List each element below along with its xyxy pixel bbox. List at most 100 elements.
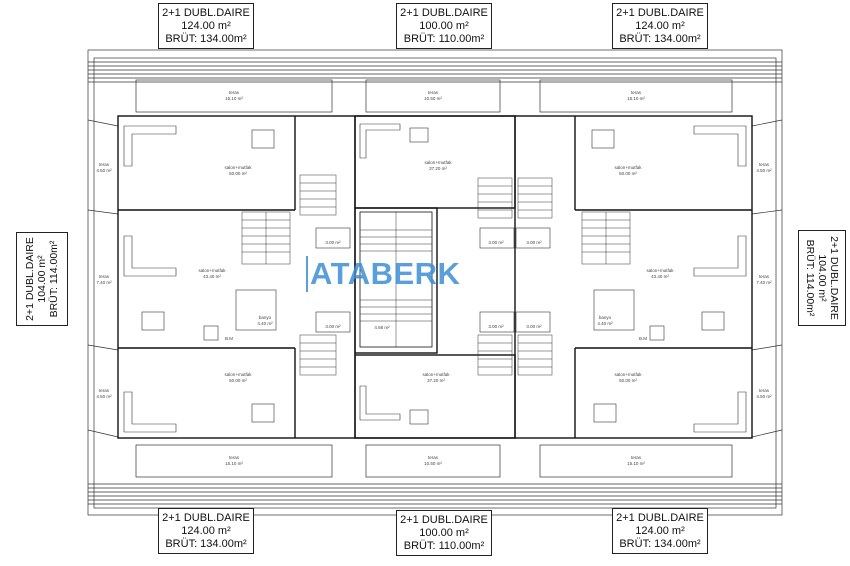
- unit-gross-area: BRÜT: 134.00m²: [165, 537, 247, 550]
- roof-inner-outline: [93, 57, 777, 509]
- area-label: 4.40 m²: [257, 321, 273, 326]
- area-label: 4.68 m²: [374, 325, 390, 330]
- unit-info-right: 2+1 DUBL.DAIRE 104.00 m² BRÜT: 114.00m²: [798, 230, 846, 326]
- unit-net-area: 124.00 m²: [635, 19, 685, 32]
- stair-core: [354, 207, 438, 354]
- unit-net-area: 124.00 m²: [635, 524, 685, 537]
- terrace-bottom-right: [539, 444, 733, 478]
- washing-machine-label: B.M: [224, 336, 234, 341]
- terrace-bottom-left: [135, 444, 333, 478]
- ataberk-logo: ATABERK: [300, 256, 461, 292]
- area-label: 37.20 m²: [429, 166, 447, 171]
- terrace-label: teras: [98, 162, 110, 167]
- terrace-label: teras: [98, 388, 110, 393]
- terrace-label: teras: [758, 162, 770, 167]
- area-label: 3.00 m²: [325, 240, 341, 245]
- area-label: 50.00 m²: [619, 378, 637, 383]
- area-label: 10.50 m²: [424, 461, 442, 466]
- unit-info-bottom-left: 2+1 DUBL.DAIRE 124.00 m² BRÜT: 134.00m²: [158, 508, 254, 554]
- terrace-top-center: [365, 79, 501, 113]
- unit-info-top-left: 2+1 DUBL.DAIRE 124.00 m² BRÜT: 134.00m²: [158, 3, 254, 49]
- unit-gross-area: BRÜT: 110.00m²: [403, 32, 485, 45]
- living-kitchen-label: salon+mutfak: [614, 372, 642, 377]
- unit-gross-area: BRÜT: 134.00m²: [165, 32, 247, 45]
- unit-net-area: 104.00 m²: [36, 255, 48, 303]
- bathrooms: [203, 227, 665, 341]
- area-label: 3.00 m²: [488, 240, 504, 245]
- washing-machine-label: B.M: [638, 336, 648, 341]
- unit-gross-area: BRÜT: 134.00m²: [619, 32, 701, 45]
- area-label: 37.20 m²: [427, 378, 445, 383]
- unit-title: 2+1 DUBL.DAIRE: [162, 511, 250, 524]
- terrace-label: teras: [228, 90, 240, 95]
- unit-net-area: 100.00 m²: [419, 19, 469, 32]
- area-label: 4.40 m²: [597, 321, 613, 326]
- unit-gross-area: BRÜT: 114.00m²: [48, 240, 60, 318]
- unit-net-area: 104.00 m²: [816, 254, 828, 302]
- bathroom-label: banyo: [598, 315, 612, 320]
- unit-net-area: 124.00 m²: [181, 524, 231, 537]
- roof-hatch-right: [751, 119, 783, 438]
- unit-gross-area: BRÜT: 110.00m²: [403, 539, 485, 552]
- area-label: 4.50 m²: [756, 168, 772, 173]
- unit-title: 2+1 DUBL.DAIRE: [828, 236, 840, 320]
- area-label: 3.00 m²: [526, 240, 542, 245]
- area-label: 15.10 m²: [225, 461, 243, 466]
- terrace-top-right: [539, 79, 733, 113]
- area-label: 43.40 m²: [203, 274, 221, 279]
- area-label: 15.10 m²: [627, 461, 645, 466]
- terrace-label: teras: [427, 90, 439, 95]
- terrace-label: teras: [228, 455, 240, 460]
- living-kitchen-label: salon+mutfak: [224, 165, 252, 170]
- unit-gross-area: BRÜT: 114.00m²: [804, 239, 816, 317]
- area-label: 4.50 m²: [96, 394, 112, 399]
- unit-title: 2+1 DUBL.DAIRE: [616, 6, 704, 19]
- area-label: 50.00 m²: [229, 171, 247, 176]
- unit-title: 2+1 DUBL.DAIRE: [162, 6, 250, 19]
- terrace-top-left: [135, 79, 333, 113]
- unit-info-top-center: 2+1 DUBL.DAIRE 100.00 m² BRÜT: 110.00m²: [396, 3, 492, 49]
- area-label: 10.50 m²: [424, 96, 442, 101]
- living-kitchen-label: salon+mutfak: [422, 372, 450, 377]
- core-stair-treads: [360, 212, 432, 347]
- unit-info-top-right: 2+1 DUBL.DAIRE 124.00 m² BRÜT: 134.00m²: [612, 3, 708, 49]
- terrace-label: teras: [758, 274, 770, 279]
- unit-net-area: 100.00 m²: [419, 526, 469, 539]
- living-kitchen-label: salon+mutfak: [614, 165, 642, 170]
- area-label: 7.40 m²: [96, 280, 112, 285]
- logo-text: ATABERK: [310, 256, 461, 291]
- area-label: 3.00 m²: [488, 324, 504, 329]
- living-kitchen-label: salon+mutfak: [646, 268, 674, 273]
- area-label: 43.40 m²: [651, 274, 669, 279]
- area-label: 7.40 m²: [756, 280, 772, 285]
- living-kitchen-label: salon+mutfak: [198, 268, 226, 273]
- roof-hatch-left: [87, 119, 119, 438]
- unit-title: 2+1 DUBL.DAIRE: [24, 237, 36, 321]
- area-label: 15.10 m²: [225, 96, 243, 101]
- terrace-label: teras: [98, 274, 110, 279]
- unit-title: 2+1 DUBL.DAIRE: [616, 511, 704, 524]
- unit-gross-area: BRÜT: 134.00m²: [619, 537, 701, 550]
- terrace-label: teras: [630, 90, 642, 95]
- unit-bottom-center: [354, 354, 516, 439]
- area-label: 4.50 m²: [756, 394, 772, 399]
- unit-title: 2+1 DUBL.DAIRE: [400, 6, 488, 19]
- unit-stairs: [241, 174, 631, 376]
- roof-hatch-top: [88, 61, 782, 83]
- area-label: 50.00 m²: [229, 378, 247, 383]
- terrace-bottom-center: [365, 444, 501, 478]
- area-label: 50.00 m²: [619, 171, 637, 176]
- living-kitchen-label: salon+mutfak: [224, 372, 252, 377]
- unit-net-area: 124.00 m²: [181, 19, 231, 32]
- unit-info-bottom-center: 2+1 DUBL.DAIRE 100.00 m² BRÜT: 110.00m²: [396, 510, 492, 556]
- unit-title: 2+1 DUBL.DAIRE: [400, 513, 488, 526]
- terrace-label: teras: [758, 388, 770, 393]
- unit-info-left: 2+1 DUBL.DAIRE 104.00 m² BRÜT: 114.00m²: [16, 232, 68, 326]
- unit-info-bottom-right: 2+1 DUBL.DAIRE 124.00 m² BRÜT: 134.00m²: [612, 508, 708, 554]
- dining-tables: [141, 127, 725, 425]
- area-label: 3.00 m²: [325, 324, 341, 329]
- terrace-label: teras: [427, 455, 439, 460]
- area-label: 15.10 m²: [627, 96, 645, 101]
- area-label: 3.00 m²: [526, 324, 542, 329]
